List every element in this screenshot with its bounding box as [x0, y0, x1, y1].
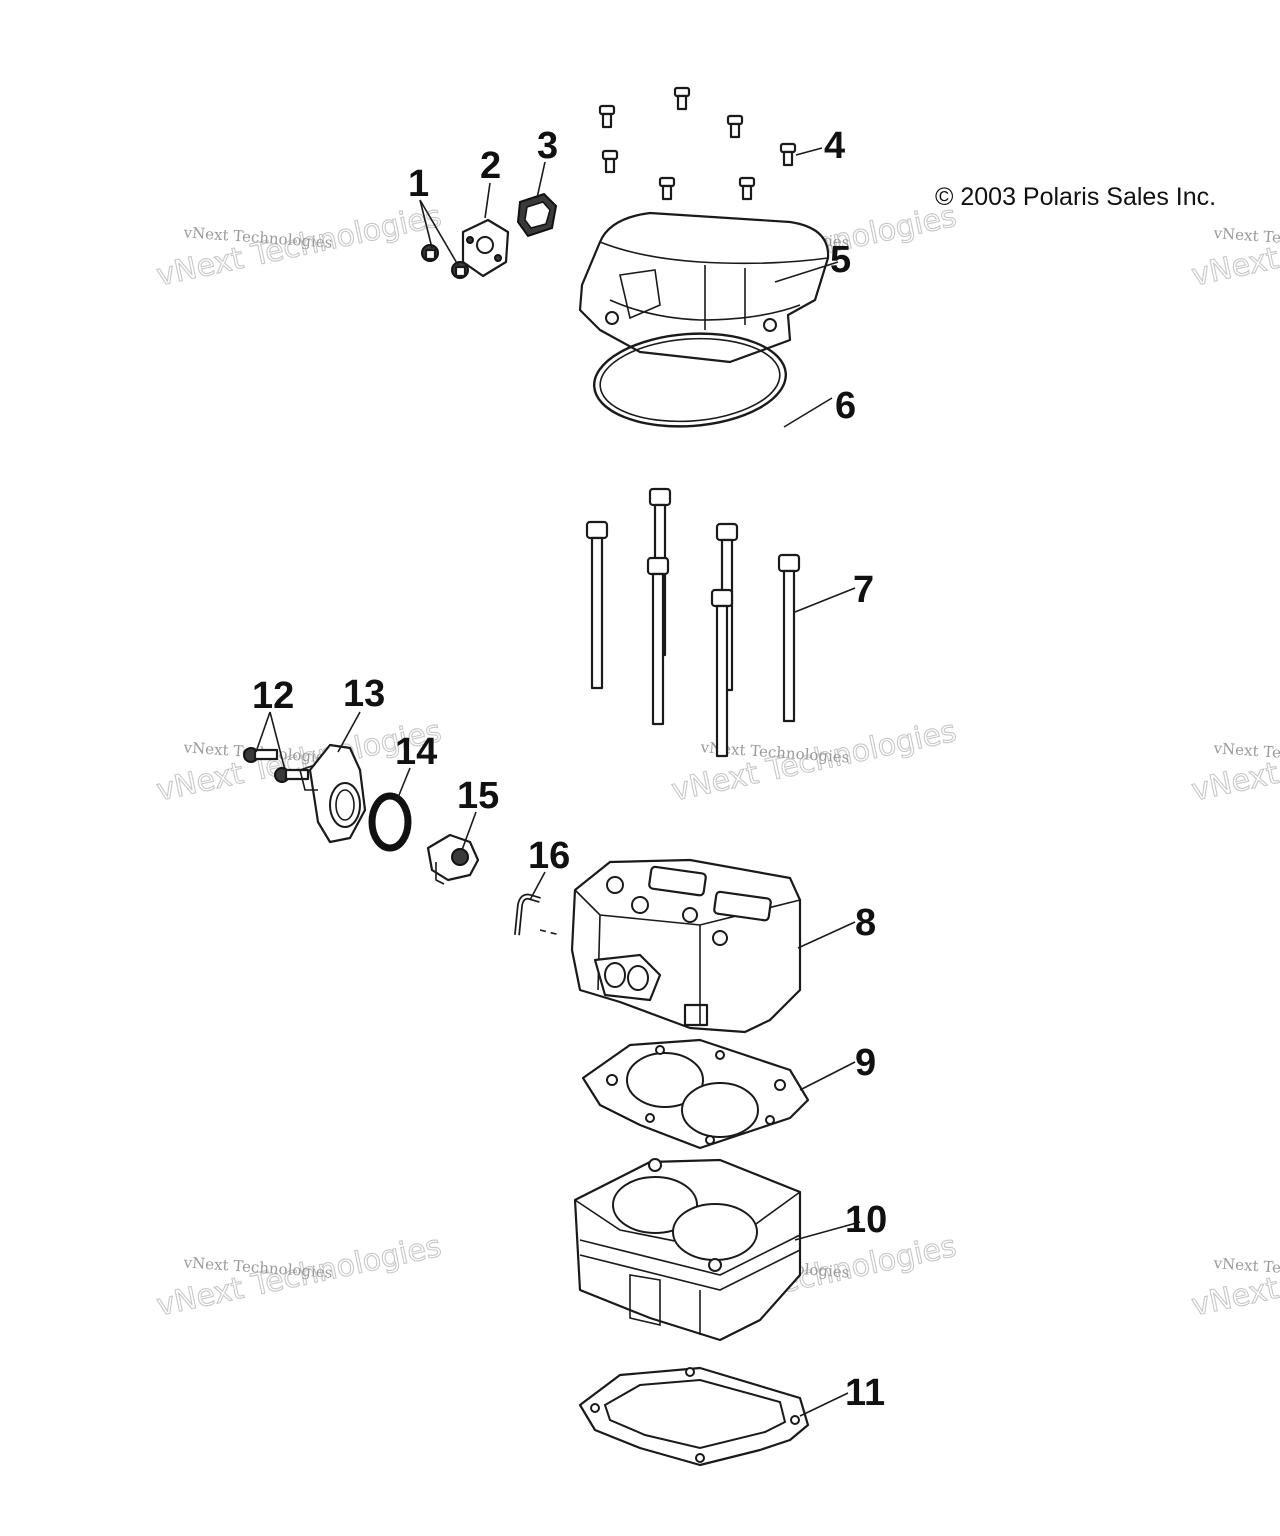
callout-15: 15 — [457, 775, 499, 817]
part-3-gasket — [516, 192, 558, 238]
callout-numbers: 1 2 3 4 5 6 7 8 9 10 11 12 13 14 15 16 — [252, 125, 887, 1414]
part-14-seal-ring — [368, 792, 412, 852]
callout-6: 6 — [835, 385, 856, 427]
watermark-big: vNext Technologies — [1189, 1229, 1280, 1324]
callout-7: 7 — [853, 569, 874, 611]
part-11-base-gasket — [578, 1366, 810, 1467]
leader-lines — [255, 147, 861, 1417]
part-4-cover-bolts — [598, 86, 797, 201]
part-6-o-ring — [592, 332, 788, 428]
callout-2: 2 — [480, 145, 501, 187]
copyright-notice: © 2003 Polaris Sales Inc. — [935, 183, 1216, 211]
part-5-valve-cover — [578, 211, 830, 364]
part-16-fitting — [514, 893, 561, 936]
part-7-head-bolts — [585, 487, 801, 758]
callout-14: 14 — [395, 731, 437, 773]
callout-8: 8 — [855, 902, 876, 944]
callout-12: 12 — [252, 675, 294, 717]
part-1-screws — [421, 244, 469, 279]
callout-13: 13 — [343, 673, 385, 715]
callout-11: 11 — [845, 1372, 885, 1414]
part-2-sensor — [461, 218, 510, 278]
callout-9: 9 — [855, 1042, 876, 1084]
part-15-thermostat — [426, 833, 480, 885]
callout-10: 10 — [845, 1199, 887, 1241]
callout-3: 3 — [537, 125, 558, 167]
part-8-cylinder-head — [570, 858, 802, 1034]
watermark-big: vNext Technologies — [1189, 199, 1280, 294]
callout-4: 4 — [824, 125, 845, 167]
callout-5: 5 — [830, 239, 851, 281]
part-9-head-gasket — [581, 1038, 810, 1150]
watermark-big: vNext Technologies — [1189, 714, 1280, 809]
part-10-cylinder-block — [573, 1158, 802, 1342]
callout-16: 16 — [528, 835, 570, 877]
part-13-thermostat-housing — [299, 743, 367, 844]
callout-1: 1 — [408, 163, 429, 205]
part-12-screws — [243, 747, 310, 783]
